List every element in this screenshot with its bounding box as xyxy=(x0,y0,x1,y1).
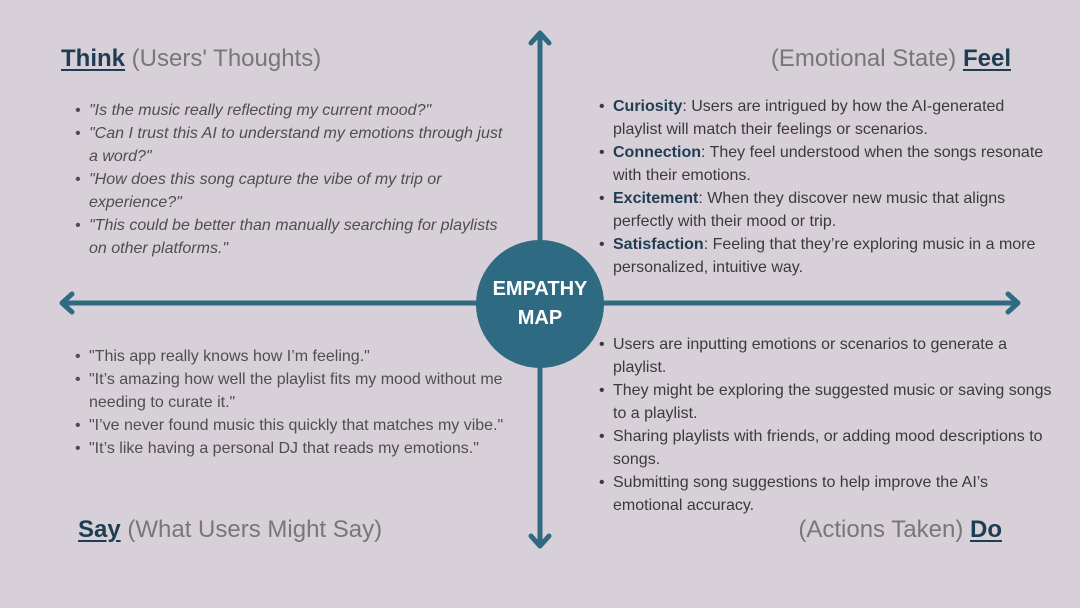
feel-item: Curiosity: Users are intrigued by how th… xyxy=(599,95,1053,141)
say-item: "It’s like having a personal DJ that rea… xyxy=(75,437,529,460)
do-item: Users are inputting emotions or scenario… xyxy=(599,333,1053,379)
do-item: Submitting song suggestions to help impr… xyxy=(599,471,1053,517)
arrow-right-icon xyxy=(1005,291,1021,315)
think-item: "Can I trust this AI to understand my em… xyxy=(75,122,509,168)
arrow-down-icon xyxy=(528,533,552,549)
center-label-line1: EMPATHY xyxy=(492,278,588,300)
feel-title: Feel xyxy=(962,45,1011,72)
feel-item-text: : They feel understood when the songs re… xyxy=(613,144,1044,184)
do-item: Sharing playlists with friends, or addin… xyxy=(599,425,1053,471)
feel-item: Satisfaction: Feeling that they’re explo… xyxy=(599,233,1053,279)
do-title: Do xyxy=(970,516,1002,543)
feel-item-term: Excitement xyxy=(613,190,699,207)
feel-item-term: Curiosity xyxy=(613,98,683,115)
say-item: "This app really knows how I’m feeling." xyxy=(75,345,529,368)
center-label-line2: MAP xyxy=(517,307,563,329)
say-item: "I’ve never found music this quickly tha… xyxy=(75,414,529,437)
think-item: "Is the music really reflecting my curre… xyxy=(75,99,509,122)
do-item: They might be exploring the suggested mu… xyxy=(599,379,1053,425)
say-item: "It’s amazing how well the playlist fits… xyxy=(75,368,529,414)
think-heading: Think (Users' Thoughts) xyxy=(61,45,321,73)
feel-list: Curiosity: Users are intrigued by how th… xyxy=(586,95,1053,279)
feel-subtitle: (Emotional State) xyxy=(770,45,957,72)
do-list: Users are inputting emotions or scenario… xyxy=(586,333,1053,517)
feel-item: Excitement: When they discover new music… xyxy=(599,187,1053,233)
say-heading: Say (What Users Might Say) xyxy=(78,516,382,544)
say-list: "This app really knows how I’m feeling."… xyxy=(62,345,529,460)
feel-heading: (Emotional State) Feel xyxy=(771,45,1011,73)
think-item: "This could be better than manually sear… xyxy=(75,214,509,260)
feel-item-term: Satisfaction xyxy=(613,236,704,253)
arrow-up-icon xyxy=(528,30,552,46)
feel-item-text: : Feeling that they’re exploring music i… xyxy=(613,236,1036,276)
feel-item-term: Connection xyxy=(613,144,701,161)
think-subtitle: (Users' Thoughts) xyxy=(131,45,322,72)
arrow-left-icon xyxy=(59,291,75,315)
say-title: Say xyxy=(78,516,121,543)
think-title: Think xyxy=(61,45,125,72)
do-heading: (Actions Taken) Do xyxy=(798,516,1002,544)
feel-item: Connection: They feel understood when th… xyxy=(599,141,1053,187)
say-subtitle: (What Users Might Say) xyxy=(127,516,383,543)
do-subtitle: (Actions Taken) xyxy=(798,516,964,543)
feel-item-text: : When they discover new music that alig… xyxy=(613,190,1006,230)
feel-item-text: : Users are intrigued by how the AI-gene… xyxy=(613,98,1005,138)
think-list: "Is the music really reflecting my curre… xyxy=(62,99,509,260)
think-item: "How does this song capture the vibe of … xyxy=(75,168,509,214)
